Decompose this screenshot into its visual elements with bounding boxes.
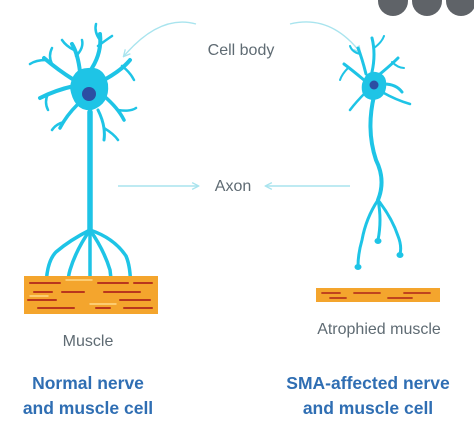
arrow-icon — [289, 21, 360, 52]
normal-caption-line-1: Normal nerve — [32, 373, 144, 393]
neuron-icon — [28, 22, 138, 300]
corner-button-2[interactable] — [412, 0, 442, 16]
atrophied-neuron-cell-body — [361, 71, 387, 100]
muscle-fiber-icon — [24, 276, 158, 314]
muscle-label: Muscle — [63, 333, 114, 350]
corner-button-1[interactable] — [378, 0, 408, 16]
atrophied-muscle-fiber-icon — [316, 288, 440, 302]
atrophied-neuron-icon — [339, 35, 412, 268]
pointer-arrows — [118, 21, 360, 186]
cell-body-label: Cell body — [208, 42, 275, 59]
sma-caption-line-1: SMA-affected nerve — [286, 373, 450, 393]
normal-caption-line-2: and muscle cell — [23, 398, 153, 418]
neuron-cell-body — [70, 67, 109, 111]
arrow-icon — [124, 21, 197, 56]
sma-caption-line-2: and muscle cell — [303, 398, 433, 418]
atrophied-muscle-label: Atrophied muscle — [317, 321, 441, 338]
atrophied-synapse-terminals — [354, 238, 404, 270]
corner-button-3[interactable] — [446, 0, 474, 16]
axon-label: Axon — [215, 178, 251, 195]
nucleus — [82, 87, 96, 101]
nucleus — [369, 80, 379, 90]
